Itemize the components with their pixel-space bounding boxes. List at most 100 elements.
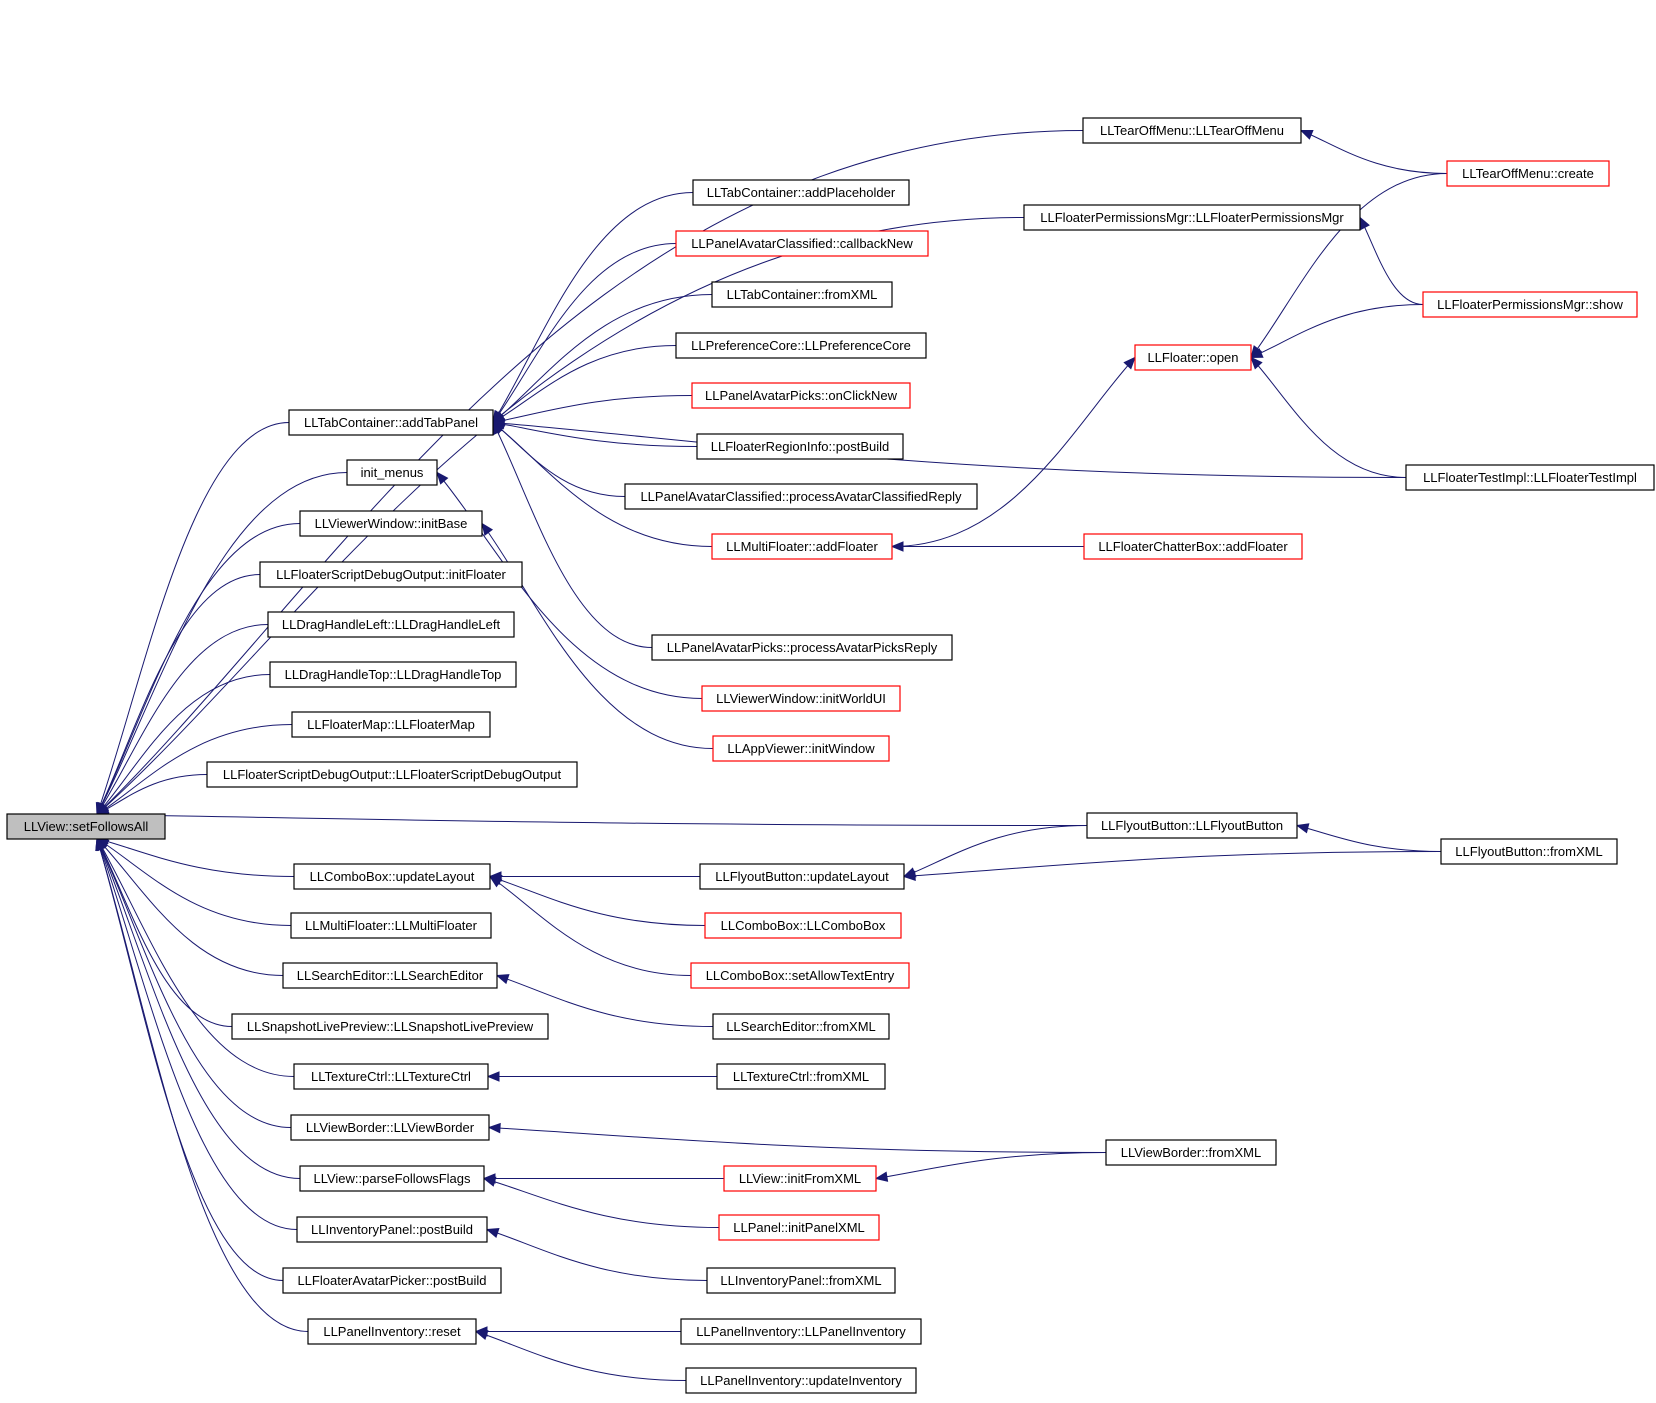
node-tab_addtab[interactable]: LLTabContainer::addTabPanel [288,409,494,436]
node-vb_fromxml[interactable]: LLViewBorder::fromXML [1105,1139,1277,1166]
node-box-fri_postbuild[interactable] [696,433,904,460]
node-av_initwin[interactable]: LLAppViewer::initWindow [712,735,890,762]
node-box-fap_postbuild[interactable] [282,1267,502,1294]
node-box-floater_open[interactable] [1134,344,1252,371]
node-box-av_initwin[interactable] [712,735,890,762]
node-box-pi_reset[interactable] [307,1318,477,1345]
node-pi_ctor[interactable]: LLPanelInventory::LLPanelInventory [680,1318,922,1345]
node-pap_process[interactable]: LLPanelAvatarPicks::processAvatarPicksRe… [651,634,953,661]
node-box-p_initxml[interactable] [718,1214,880,1241]
node-fpm_ctor[interactable]: LLFloaterPermissionsMgr::LLFloaterPermis… [1023,204,1361,231]
node-box-dht_ctor[interactable] [269,661,517,688]
node-cb_update[interactable]: LLComboBox::updateLayout [293,863,491,890]
node-box-fcb_addfloater[interactable] [1083,533,1303,560]
node-v_initxml[interactable]: LLView::initFromXML [723,1165,877,1192]
node-root[interactable]: LLView::setFollowsAll [6,813,166,840]
node-fb_update[interactable]: LLFlyoutButton::updateLayout [699,863,905,890]
node-box-tc_fromxml[interactable] [716,1063,886,1090]
node-box-v_initxml[interactable] [723,1165,877,1192]
node-box-se_fromxml[interactable] [712,1013,890,1040]
node-tab_fromxml[interactable]: LLTabContainer::fromXML [711,281,893,308]
node-vw_initbase[interactable]: LLViewerWindow::initBase [299,510,483,537]
node-box-ip_fromxml[interactable] [706,1267,896,1294]
node-box-vw_initbase[interactable] [299,510,483,537]
node-box-mf_ctor[interactable] [290,912,492,939]
node-tearoff_create[interactable]: LLTearOffMenu::create [1446,160,1610,187]
node-pac_process[interactable]: LLPanelAvatarClassified::processAvatarCl… [624,483,978,510]
node-ip_postbuild[interactable]: LLInventoryPanel::postBuild [296,1216,488,1243]
node-init_menus[interactable]: init_menus [346,459,438,486]
node-box-pap_onclick[interactable] [691,382,911,409]
node-fap_postbuild[interactable]: LLFloaterAvatarPicker::postBuild [282,1267,502,1294]
node-pac_cbnew[interactable]: LLPanelAvatarClassified::callbackNew [675,230,929,257]
node-box-tab_addph[interactable] [692,179,910,206]
node-box-prefcore[interactable] [675,332,927,359]
node-box-pac_cbnew[interactable] [675,230,929,257]
node-slp_ctor[interactable]: LLSnapshotLivePreview::LLSnapshotLivePre… [231,1013,549,1040]
node-box-fpm_ctor[interactable] [1023,204,1361,231]
node-box-cb_ctor[interactable] [704,912,902,939]
node-box-fmap_ctor[interactable] [291,711,491,738]
node-fti_ctor[interactable]: LLFloaterTestImpl::LLFloaterTestImpl [1405,464,1655,491]
node-box-fti_ctor[interactable] [1405,464,1655,491]
node-fb_fromxml[interactable]: LLFlyoutButton::fromXML [1440,838,1618,865]
node-box-slp_ctor[interactable] [231,1013,549,1040]
node-box-pi_ctor[interactable] [680,1318,922,1345]
node-se_ctor[interactable]: LLSearchEditor::LLSearchEditor [282,962,498,989]
node-box-tab_fromxml[interactable] [711,281,893,308]
node-se_fromxml[interactable]: LLSearchEditor::fromXML [712,1013,890,1040]
node-floater_open[interactable]: LLFloater::open [1134,344,1252,371]
node-mf_addfloater[interactable]: LLMultiFloater::addFloater [711,533,893,560]
node-cb_allow[interactable]: LLComboBox::setAllowTextEntry [690,962,910,989]
node-dhl_ctor[interactable]: LLDragHandleLeft::LLDragHandleLeft [267,611,515,638]
node-prefcore[interactable]: LLPreferenceCore::LLPreferenceCore [675,332,927,359]
node-box-cb_update[interactable] [293,863,491,890]
node-box-root[interactable] [6,813,166,840]
node-box-tearoff_ctor[interactable] [1082,117,1302,144]
node-pi_reset[interactable]: LLPanelInventory::reset [307,1318,477,1345]
node-vw_initworld[interactable]: LLViewerWindow::initWorldUI [701,685,901,712]
node-fcb_addfloater[interactable]: LLFloaterChatterBox::addFloater [1083,533,1303,560]
node-box-se_ctor[interactable] [282,962,498,989]
node-box-ip_postbuild[interactable] [296,1216,488,1243]
node-mf_ctor[interactable]: LLMultiFloater::LLMultiFloater [290,912,492,939]
node-tc_fromxml[interactable]: LLTextureCtrl::fromXML [716,1063,886,1090]
node-box-mf_addfloater[interactable] [711,533,893,560]
node-pap_onclick[interactable]: LLPanelAvatarPicks::onClickNew [691,382,911,409]
node-box-vb_ctor[interactable] [290,1114,490,1141]
node-box-fpm_show[interactable] [1422,291,1638,318]
node-tearoff_ctor[interactable]: LLTearOffMenu::LLTearOffMenu [1082,117,1302,144]
node-fb_ctor[interactable]: LLFlyoutButton::LLFlyoutButton [1086,812,1298,839]
node-tab_addph[interactable]: LLTabContainer::addPlaceholder [692,179,910,206]
node-box-tearoff_create[interactable] [1446,160,1610,187]
node-box-tc_ctor[interactable] [293,1063,489,1090]
node-box-vw_initworld[interactable] [701,685,901,712]
node-fpm_show[interactable]: LLFloaterPermissionsMgr::show [1422,291,1638,318]
node-fsdo_init[interactable]: LLFloaterScriptDebugOutput::initFloater [259,561,523,588]
node-box-fsdo_init[interactable] [259,561,523,588]
node-box-fb_fromxml[interactable] [1440,838,1618,865]
node-ip_fromxml[interactable]: LLInventoryPanel::fromXML [706,1267,896,1294]
node-box-fb_update[interactable] [699,863,905,890]
node-box-fsdo_ctor[interactable] [206,761,578,788]
node-dht_ctor[interactable]: LLDragHandleTop::LLDragHandleTop [269,661,517,688]
node-box-vb_fromxml[interactable] [1105,1139,1277,1166]
node-vb_ctor[interactable]: LLViewBorder::LLViewBorder [290,1114,490,1141]
node-p_initxml[interactable]: LLPanel::initPanelXML [718,1214,880,1241]
node-box-fb_ctor[interactable] [1086,812,1298,839]
node-box-dhl_ctor[interactable] [267,611,515,638]
node-box-cb_allow[interactable] [690,962,910,989]
node-v_parse[interactable]: LLView::parseFollowsFlags [299,1165,485,1192]
node-fmap_ctor[interactable]: LLFloaterMap::LLFloaterMap [291,711,491,738]
node-pi_update[interactable]: LLPanelInventory::updateInventory [685,1367,917,1394]
node-fsdo_ctor[interactable]: LLFloaterScriptDebugOutput::LLFloaterScr… [206,761,578,788]
node-tc_ctor[interactable]: LLTextureCtrl::LLTextureCtrl [293,1063,489,1090]
node-box-tab_addtab[interactable] [288,409,494,436]
node-box-init_menus[interactable] [346,459,438,486]
node-box-pac_process[interactable] [624,483,978,510]
node-fri_postbuild[interactable]: LLFloaterRegionInfo::postBuild [696,433,904,460]
node-box-pi_update[interactable] [685,1367,917,1394]
node-box-v_parse[interactable] [299,1165,485,1192]
node-box-pap_process[interactable] [651,634,953,661]
node-cb_ctor[interactable]: LLComboBox::LLComboBox [704,912,902,939]
